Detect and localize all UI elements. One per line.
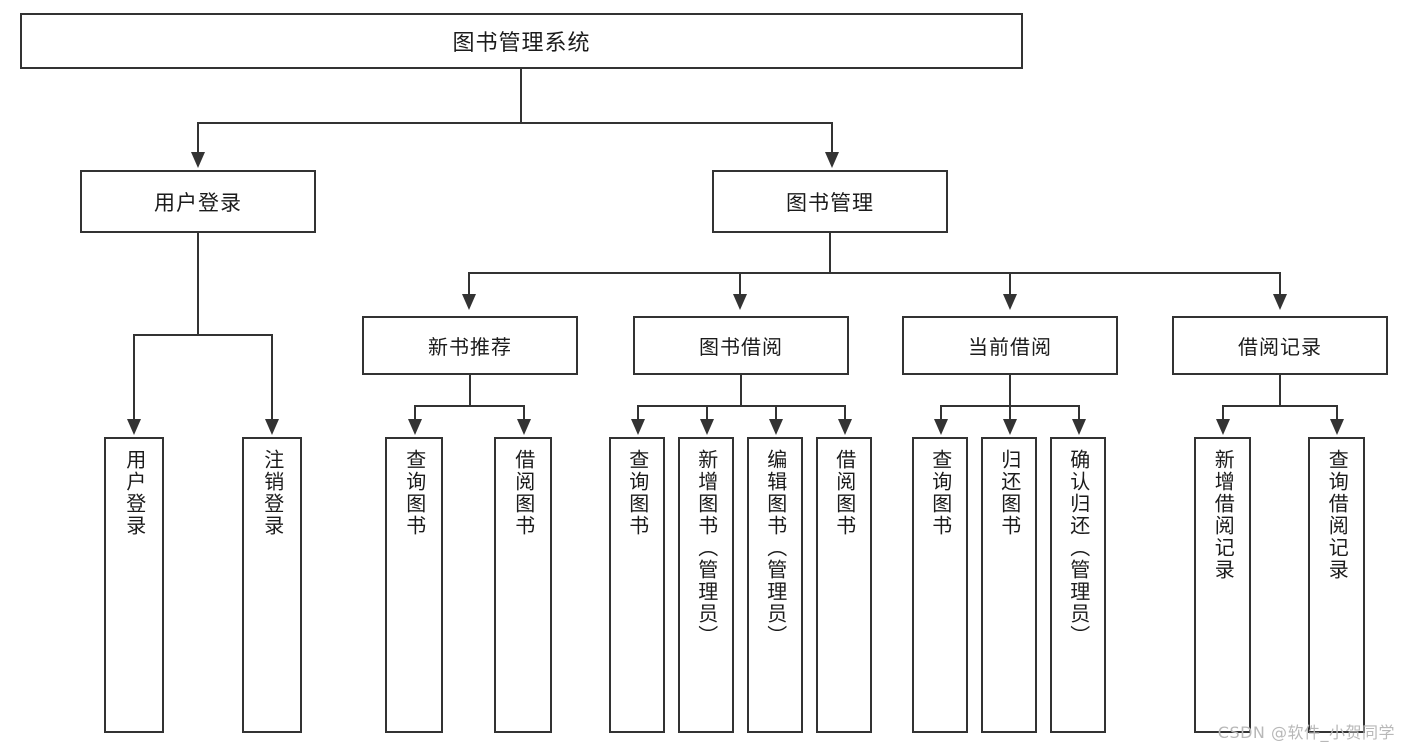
leaf-label: 借阅图书 — [511, 449, 536, 537]
connector-current-borrow-drop-2 — [1009, 405, 1011, 421]
connector-user-login-drop-1 — [133, 334, 135, 421]
arrow-to-leaf-borrow-book-2 — [838, 419, 852, 435]
arrow-to-leaf-query-book-1 — [408, 419, 422, 435]
node-label: 新书推荐 — [428, 335, 512, 359]
arrow-to-leaf-query-record — [1330, 419, 1344, 435]
connector-borrow-record-bus — [1222, 405, 1338, 407]
connector-book-manage-stem — [829, 233, 831, 273]
arrow-to-leaf-logout — [265, 419, 279, 435]
connector-new-book-drop-1 — [414, 405, 416, 421]
csdn-watermark: CSDN @软件_小贺同学 — [1217, 723, 1395, 742]
leaf-query-book-current[interactable]: 查询图书 — [912, 437, 968, 733]
connector-book-borrow-drop-2 — [706, 405, 708, 421]
node-root-system[interactable]: 图书管理系统 — [20, 13, 1023, 69]
leaf-label: 查询图书 — [402, 449, 427, 537]
leaf-label: 注销登录 — [260, 449, 285, 537]
node-label: 图书管理系统 — [452, 31, 591, 56]
arrow-to-leaf-add-record — [1216, 419, 1230, 435]
node-label: 图书管理 — [786, 190, 874, 215]
arrow-to-leaf-return-book — [1003, 419, 1017, 435]
connector-new-book-stem — [469, 375, 471, 406]
connector-book-borrow-bus — [637, 405, 845, 407]
arrow-to-leaf-add-book — [700, 419, 714, 435]
leaf-query-borrow-record[interactable]: 查询借阅记录 — [1308, 437, 1365, 733]
leaf-logout[interactable]: 注销登录 — [242, 437, 302, 733]
connector-root-drop-left — [197, 122, 199, 154]
arrow-to-leaf-query-book-3 — [934, 419, 948, 435]
node-label: 当前借阅 — [968, 335, 1052, 359]
node-current-borrow[interactable]: 当前借阅 — [902, 316, 1118, 375]
leaf-borrow-book[interactable]: 借阅图书 — [816, 437, 872, 733]
leaf-label: 查询图书 — [625, 449, 650, 537]
connector-current-borrow-drop-1 — [940, 405, 942, 421]
node-user-login[interactable]: 用户登录 — [80, 170, 316, 233]
leaf-add-book-admin[interactable]: 新增图书（管理员） — [678, 437, 734, 733]
node-new-book-recommend[interactable]: 新书推荐 — [362, 316, 578, 375]
connector-user-login-stem — [197, 233, 199, 335]
arrow-to-book-borrow — [733, 294, 747, 310]
leaf-label: 新增借阅记录 — [1211, 449, 1236, 581]
leaf-label: 确认归还（管理员） — [1066, 449, 1091, 647]
leaf-user-login[interactable]: 用户登录 — [104, 437, 164, 733]
node-label: 图书借阅 — [699, 335, 783, 359]
connector-user-login-bus — [133, 334, 273, 336]
connector-lvl2-drop-3 — [1009, 272, 1011, 296]
arrow-to-new-book-recommend — [462, 294, 476, 310]
connector-book-manage-bus — [468, 272, 1280, 274]
arrow-to-leaf-edit-book — [769, 419, 783, 435]
node-book-manage[interactable]: 图书管理 — [712, 170, 948, 233]
leaf-edit-book-admin[interactable]: 编辑图书（管理员） — [747, 437, 803, 733]
connector-root-drop-right — [831, 122, 833, 154]
arrow-to-borrow-record — [1273, 294, 1287, 310]
arrow-to-leaf-query-book-2 — [631, 419, 645, 435]
arrow-to-leaf-confirm-return — [1072, 419, 1086, 435]
connector-lvl2-drop-1 — [468, 272, 470, 296]
connector-lvl2-drop-4 — [1279, 272, 1281, 296]
connector-book-borrow-drop-1 — [637, 405, 639, 421]
leaf-add-borrow-record[interactable]: 新增借阅记录 — [1194, 437, 1251, 733]
connector-borrow-record-stem — [1279, 375, 1281, 406]
connector-current-borrow-stem — [1009, 375, 1011, 406]
arrow-to-current-borrow — [1003, 294, 1017, 310]
connector-new-book-drop-2 — [523, 405, 525, 421]
connector-root-stem — [520, 69, 522, 123]
connector-borrow-record-drop-2 — [1336, 405, 1338, 421]
node-borrow-record[interactable]: 借阅记录 — [1172, 316, 1388, 375]
connector-book-borrow-stem — [740, 375, 742, 406]
connector-book-borrow-drop-3 — [775, 405, 777, 421]
connector-borrow-record-drop-1 — [1222, 405, 1224, 421]
leaf-label: 新增图书（管理员） — [694, 449, 719, 647]
node-book-borrow[interactable]: 图书借阅 — [633, 316, 849, 375]
connector-lvl2-drop-2 — [739, 272, 741, 296]
leaf-return-book[interactable]: 归还图书 — [981, 437, 1037, 733]
leaf-query-book-recommend[interactable]: 查询图书 — [385, 437, 443, 733]
leaf-label: 归还图书 — [997, 449, 1022, 537]
leaf-label: 查询借阅记录 — [1325, 449, 1350, 581]
arrow-to-user-login — [191, 152, 205, 168]
leaf-label: 用户登录 — [122, 449, 147, 537]
connector-new-book-bus — [414, 405, 524, 407]
leaf-label: 编辑图书（管理员） — [763, 449, 788, 647]
node-label: 用户登录 — [154, 190, 242, 215]
connector-current-borrow-drop-3 — [1078, 405, 1080, 421]
leaf-label: 借阅图书 — [832, 449, 857, 537]
leaf-confirm-return-admin[interactable]: 确认归还（管理员） — [1050, 437, 1106, 733]
arrow-to-book-manage — [825, 152, 839, 168]
node-label: 借阅记录 — [1238, 335, 1322, 359]
leaf-borrow-book-recommend[interactable]: 借阅图书 — [494, 437, 552, 733]
arrow-to-leaf-user-login — [127, 419, 141, 435]
connector-root-bus — [197, 122, 832, 124]
arrow-to-leaf-borrow-book-1 — [517, 419, 531, 435]
connector-book-borrow-drop-4 — [844, 405, 846, 421]
leaf-label: 查询图书 — [928, 449, 953, 537]
leaf-query-book-borrow[interactable]: 查询图书 — [609, 437, 665, 733]
connector-user-login-drop-2 — [271, 334, 273, 421]
